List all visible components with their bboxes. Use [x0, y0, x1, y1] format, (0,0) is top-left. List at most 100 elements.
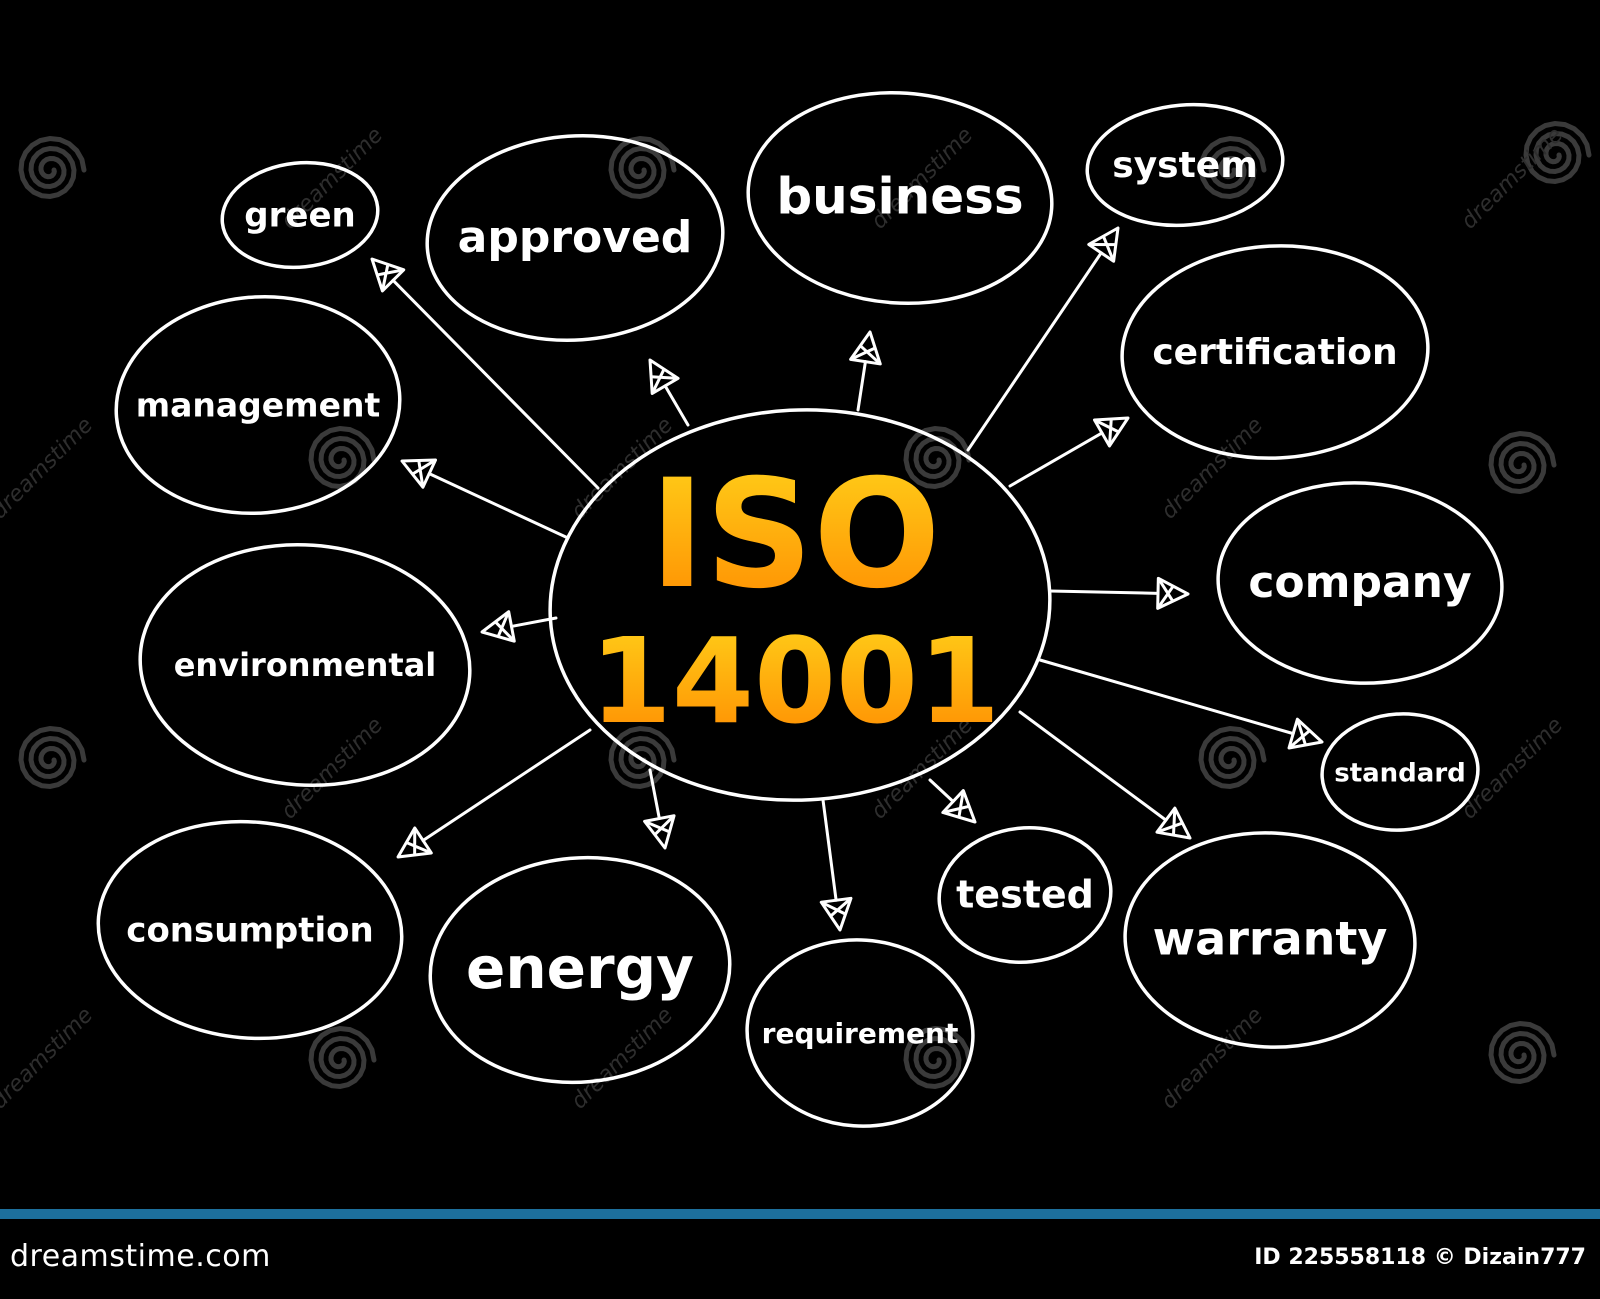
watermark-spiral-icon [903, 1025, 972, 1090]
watermark-spiral-icon [903, 425, 972, 490]
node-warranty: warranty [1123, 831, 1417, 1049]
node-energy: energy [428, 855, 732, 1085]
node-label-warranty: warranty [1153, 912, 1388, 966]
node-label-environmental: environmental [174, 646, 437, 684]
node-ellipse-warranty [1123, 831, 1417, 1049]
node-company: company [1216, 481, 1504, 685]
connector-green [391, 278, 600, 490]
arrowhead-hatch-tested [942, 790, 970, 818]
connector-requirement [821, 798, 838, 902]
watermark-text: dreamstime [277, 713, 388, 824]
node-ellipse-standard [1320, 712, 1480, 832]
arrowhead-hatch-company [1156, 577, 1175, 610]
connector-consumption [421, 728, 592, 842]
footer-bar: dreamstime.com ID 225558118 © Dizain777 [0, 1209, 1600, 1299]
arrowhead-hatch-environmental [494, 611, 516, 643]
watermark-text: dreamstime [567, 1003, 678, 1114]
watermark-spiral-icon [18, 135, 87, 200]
connector-energy [648, 768, 661, 821]
node-label-company: company [1248, 557, 1471, 608]
node-approved: approved [425, 133, 725, 343]
arrowhead-hatch-certification [1093, 418, 1120, 447]
watermark-spiral-icon [1198, 135, 1267, 200]
connector-warranty [1018, 710, 1168, 822]
node-label-consumption: consumption [126, 911, 373, 951]
arrowhead-hatch-management [411, 458, 437, 488]
connector-tested [928, 778, 955, 804]
watermark-spiral-icon [608, 135, 677, 200]
node-ellipse-approved [425, 133, 725, 343]
node-ellipse-requirement [745, 938, 975, 1128]
connector-company [1048, 589, 1160, 595]
node-label-energy: energy [466, 934, 694, 1002]
watermark-spiral-icon [608, 725, 677, 790]
watermark-text: dreamstime [0, 413, 98, 524]
footer-stripe [0, 1209, 1600, 1219]
node-environmental: environmental [138, 542, 472, 788]
mind-map: dreamstime dreamstime dreamstime dreamstime… [0, 90, 1592, 1128]
node-green: green [220, 160, 380, 270]
center-title-line2: 14001 [590, 612, 1001, 750]
watermark-text: dreamstime [0, 1003, 98, 1114]
arrowhead-hatch-requirement [820, 897, 852, 918]
connector-certification [1008, 431, 1104, 488]
watermark-text: dreamstime [1157, 413, 1268, 524]
watermark-text: dreamstime [1457, 713, 1568, 824]
connector-standard [1038, 658, 1295, 736]
node-ellipse-system [1085, 102, 1285, 228]
node-consumption: consumption [96, 819, 404, 1041]
arrowhead-hatch-system [1088, 235, 1116, 262]
node-ellipse-business [746, 90, 1054, 306]
node-ellipse-green [220, 160, 380, 270]
node-ellipse-company [1216, 481, 1504, 685]
node-label-green: green [244, 196, 355, 236]
node-ellipse-certification [1120, 244, 1430, 460]
node-label-standard: standard [1334, 759, 1466, 789]
node-label-system: system [1112, 145, 1257, 186]
arrowhead-hatch-standard [1288, 718, 1311, 750]
connector-approved [663, 384, 690, 427]
node-label-business: business [776, 168, 1023, 226]
center-title-line1: ISO [649, 448, 940, 622]
footer-brand[interactable]: dreamstime.com [10, 1239, 271, 1274]
watermark-spiral-icon [1488, 430, 1557, 495]
node-label-certification: certification [1152, 332, 1397, 373]
arrowhead-hatch-green [376, 264, 405, 292]
arrowhead-hatch-business [849, 344, 882, 366]
node-system: system [1085, 102, 1285, 228]
node-requirement: requirement [745, 938, 975, 1128]
node-label-approved: approved [458, 212, 693, 263]
connector-layer [370, 226, 1324, 932]
center-node: ISO 14001 [548, 408, 1052, 802]
node-ellipse-consumption [96, 819, 404, 1041]
center-ellipse [548, 408, 1052, 802]
node-business: business [746, 90, 1054, 306]
watermark-text: dreamstime [1457, 123, 1568, 234]
connector-system [966, 251, 1103, 452]
node-label-management: management [136, 386, 381, 425]
node-ellipse-energy [428, 855, 732, 1085]
arrowhead-hatch-energy [644, 814, 676, 836]
watermark-spiral-icon [308, 425, 377, 490]
arrowhead-hatch-consumption [405, 827, 432, 855]
arrowhead-hatch-approved [650, 368, 679, 395]
watermark-spiral-icon [1488, 1020, 1557, 1085]
connector-environmental [509, 616, 558, 628]
connector-management [427, 472, 570, 540]
arrowhead-hatch-warranty [1156, 808, 1183, 836]
node-tested: tested [937, 826, 1113, 964]
watermark-spiral-icon [18, 725, 87, 790]
node-certification: certification [1120, 244, 1430, 460]
node-label-requirement: requirement [762, 1017, 959, 1050]
node-management: management [114, 294, 402, 516]
node-ellipse-management [114, 294, 402, 516]
node-label-tested: tested [956, 873, 1094, 917]
node-ellipse-environmental [138, 542, 472, 788]
footer-credit: ID 225558118 © Dizain777 [1254, 1245, 1586, 1270]
connector-business [856, 360, 867, 412]
watermark-spiral-icon [1523, 120, 1592, 185]
watermark-spiral-icon [308, 1025, 377, 1090]
node-layer: green approved business system management cer… [96, 90, 1504, 1128]
watermark-spiral-icon [1198, 725, 1267, 790]
node-standard: standard [1320, 712, 1480, 832]
